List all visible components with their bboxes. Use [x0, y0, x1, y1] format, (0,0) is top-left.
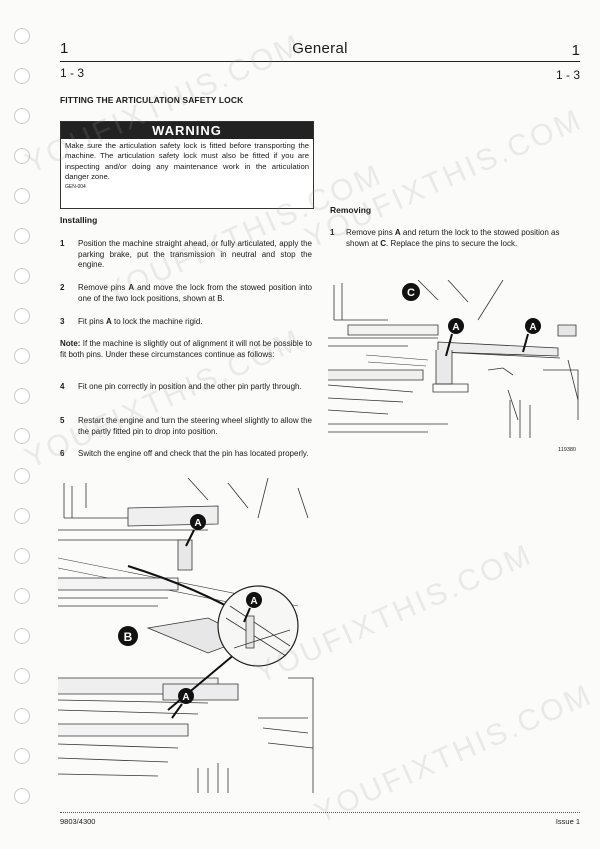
callout-a: A	[171, 688, 194, 719]
header-rule	[60, 61, 580, 62]
stowed-lock-figure: C A A	[328, 280, 579, 438]
page-number-left: 1 - 3	[60, 66, 85, 80]
issue-number: Issue 1	[555, 817, 580, 826]
step-number: 6	[60, 449, 65, 458]
warning-code: GEN-004	[65, 183, 86, 190]
binder-hole	[14, 188, 30, 204]
warning-heading: WARNING	[61, 122, 313, 139]
callout-b: B	[118, 626, 138, 646]
warning-text: Make sure the articulation safety lock i…	[65, 141, 309, 182]
binder-hole	[14, 228, 30, 244]
binder-hole	[14, 548, 30, 564]
section-name: General	[292, 40, 348, 57]
step-text: Fit one pin correctly in position and th…	[78, 382, 302, 391]
note-label: Note:	[60, 339, 81, 348]
section-number-left: 1	[60, 40, 69, 57]
binder-hole	[14, 468, 30, 484]
binder-hole	[14, 788, 30, 804]
step-text: Position the machine straight ahead, or …	[78, 239, 312, 270]
callout-c: C	[402, 283, 420, 301]
page-number-right: 1 - 3	[555, 68, 580, 82]
step-text: Switch the engine off and check that the…	[78, 449, 309, 458]
install-step: 1 Position the machine straight ahead, o…	[60, 239, 312, 271]
remove-step: 1 Remove pins A and return the lock to t…	[330, 228, 582, 249]
callout-a: A	[243, 592, 262, 623]
binder-hole	[14, 308, 30, 324]
binder-hole	[14, 588, 30, 604]
note-text: If the machine is slightly out of alignm…	[60, 339, 312, 359]
step-number: 5	[60, 416, 65, 425]
step-number: 1	[330, 228, 335, 237]
binder-hole	[14, 748, 30, 764]
callout-label: A	[182, 692, 189, 703]
binder-hole	[14, 708, 30, 724]
install-step: 6 Switch the engine off and check that t…	[60, 449, 312, 460]
install-step: 2 Remove pins A and move the lock from t…	[60, 283, 312, 304]
removing-heading: Removing	[330, 205, 372, 215]
figure-code: 119380	[558, 447, 576, 453]
warning-box: WARNING Make sure the articulation safet…	[60, 121, 314, 209]
step-number: 1	[60, 239, 65, 248]
callout-a: A	[522, 318, 541, 353]
binder-hole	[14, 148, 30, 164]
binder-hole	[14, 668, 30, 684]
install-step: 4 Fit one pin correctly in position and …	[60, 382, 312, 393]
install-step: 5 Restart the engine and turn the steeri…	[60, 416, 312, 437]
binder-hole	[14, 428, 30, 444]
note-paragraph: Note: If the machine is slightly out of …	[60, 339, 312, 360]
page-title: FITTING THE ARTICULATION SAFETY LOCK	[60, 95, 244, 105]
install-step: 3 Fit pins A to lock the machine rigid.	[60, 317, 312, 328]
step-text: Restart the engine and turn the steering…	[78, 416, 312, 436]
step-text: Remove pins A and move the lock from the…	[78, 283, 312, 303]
lock-positions-figure: A A B A	[58, 478, 314, 793]
page-header: 1 General 1	[60, 38, 580, 60]
callout-label: A	[250, 596, 257, 607]
binder-hole	[14, 108, 30, 124]
step-text: Remove pins A and return the lock to the…	[346, 228, 560, 248]
binder-hole	[14, 348, 30, 364]
step-number: 3	[60, 317, 65, 326]
step-text: Fit pins A to lock the machine rigid.	[78, 317, 203, 326]
step-number: 4	[60, 382, 65, 391]
callout-a: A	[445, 318, 464, 357]
callout-label: A	[529, 322, 536, 333]
installing-heading: Installing	[60, 215, 98, 225]
callout-label: A	[452, 322, 459, 333]
step-number: 2	[60, 283, 65, 292]
binder-hole	[14, 28, 30, 44]
binder-holes	[14, 10, 36, 840]
section-number-right: 1	[571, 42, 580, 59]
binder-hole	[14, 388, 30, 404]
callout-label: A	[194, 518, 201, 529]
callout-a: A	[185, 514, 206, 547]
binder-hole	[14, 628, 30, 644]
binder-hole	[14, 508, 30, 524]
binder-hole	[14, 268, 30, 284]
binder-hole	[14, 68, 30, 84]
callout-label: B	[124, 630, 133, 644]
document-number: 9803/4300	[60, 817, 96, 826]
footer-rule	[60, 812, 580, 813]
callout-label: C	[407, 287, 415, 299]
watermark: YOUFIXTHIS.COM	[310, 677, 598, 831]
